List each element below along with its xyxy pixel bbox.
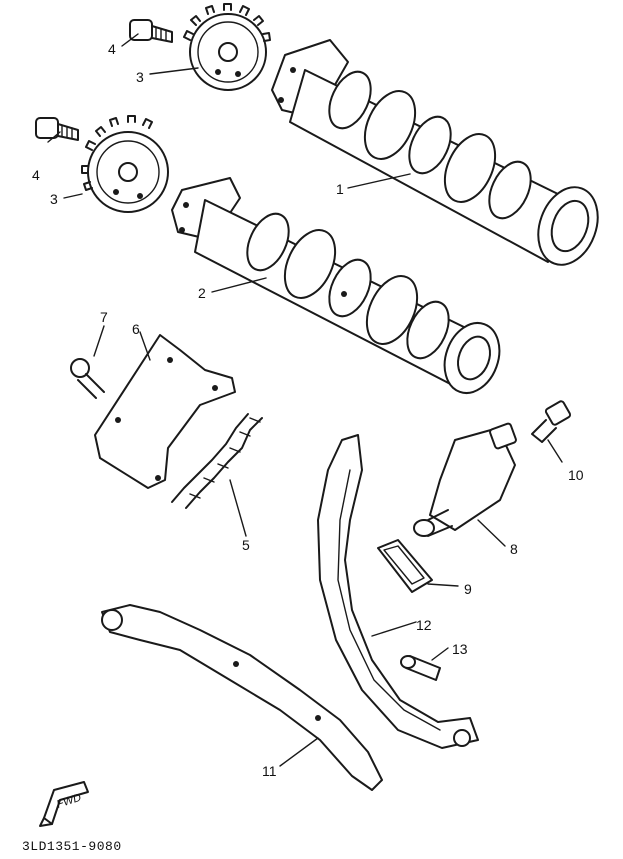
guide-pin [400, 655, 441, 681]
label-part-12: 12 [416, 617, 432, 633]
leader-lines [47, 33, 563, 767]
label-part-10: 10 [568, 467, 584, 483]
label-part-13: 13 [452, 641, 468, 657]
drawing-code: 3LD1351-9080 [22, 839, 122, 854]
label-part-7: 7 [100, 309, 108, 325]
label-part-3-upper: 3 [136, 69, 144, 85]
label-part-4-lower: 4 [32, 167, 40, 183]
fwd-label: FWD [55, 792, 83, 811]
label-part-3-lower: 3 [50, 191, 58, 207]
label-part-4-upper: 4 [108, 41, 116, 57]
cam-chain [171, 413, 263, 509]
label-part-11: 11 [262, 763, 277, 779]
label-part-6: 6 [132, 321, 140, 337]
chain-guide-rear [317, 434, 479, 749]
tensioner-bolt [531, 400, 572, 443]
part-labels: 4 3 4 3 1 2 7 6 5 10 8 9 12 13 11 [32, 41, 584, 779]
cam-sprocket-upper [183, 3, 271, 91]
cam-sprocket-lower [81, 115, 169, 213]
sprocket-bolt-upper [129, 19, 173, 43]
camshaft-lower [171, 177, 501, 394]
sprocket-bolt-lower [35, 117, 79, 141]
label-part-8: 8 [510, 541, 518, 557]
tensioner-gasket [377, 539, 433, 593]
label-part-5: 5 [242, 537, 250, 553]
forward-direction-arrow: FWD [39, 781, 89, 827]
chain-guide-front [101, 604, 383, 791]
chain-tensioner [413, 422, 517, 537]
camshaft-upper [271, 39, 599, 266]
bracket-screw [70, 358, 105, 399]
label-part-2: 2 [198, 285, 206, 301]
chain-guide-bracket [94, 334, 236, 489]
label-part-1: 1 [336, 181, 344, 197]
label-part-9: 9 [464, 581, 472, 597]
